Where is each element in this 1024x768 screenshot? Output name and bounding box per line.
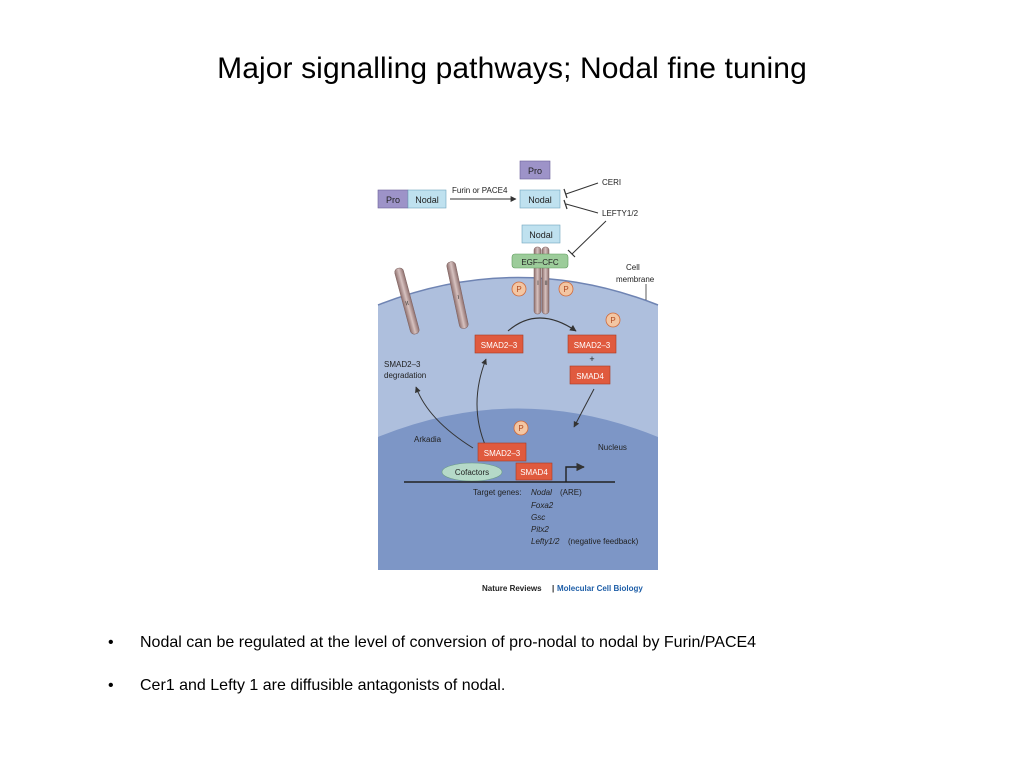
nodal-box-left	[407, 189, 447, 209]
gene-2: Foxa2	[531, 501, 554, 510]
smad4-right-label: SMAD4	[576, 372, 604, 381]
receptor-i-label: I	[537, 281, 539, 287]
cell-membrane-line	[377, 276, 659, 306]
lefty-inhibition-bar-2	[567, 249, 576, 258]
nodal-bound-box	[521, 224, 561, 244]
phosphate-nucleus-label: P	[518, 424, 523, 433]
phosphate-nucleus	[513, 420, 529, 436]
nucleus-region	[378, 408, 658, 570]
gene-5: Lefty1/2	[531, 537, 560, 546]
ceri-label: CERI	[602, 178, 621, 187]
egf-cfc-box	[511, 253, 569, 269]
smad4-nucleus-label: SMAD4	[520, 468, 548, 477]
credit-left: Nature Reviews	[482, 584, 542, 593]
phosphate-right-label: P	[563, 285, 568, 294]
degradation-label-1: SMAD2–3	[384, 360, 421, 369]
pro-box-top	[519, 160, 551, 180]
lefty-inhibition-line-2	[571, 220, 607, 255]
phosphorylation-arrow	[507, 317, 577, 332]
smad23-left-box	[474, 334, 524, 354]
transcription-start-arrow	[565, 462, 585, 482]
lefty-inhibition-bar-1	[563, 199, 568, 210]
ceri-inhibition-bar	[563, 188, 568, 199]
nodal-mature-label: Nodal	[528, 195, 552, 205]
smad4-nucleus-box	[515, 462, 553, 481]
nucleus-label: Nucleus	[598, 443, 627, 452]
phosphate-left	[511, 281, 527, 297]
smad23-nucleus-label: SMAD2–3	[484, 449, 521, 458]
lefty-inhibition-line-1	[565, 203, 599, 214]
pathway-diagram: Pro Pro Nodal Furin or PACE4 Nodal CERI …	[377, 160, 659, 593]
nodal-bound-label: Nodal	[529, 230, 553, 240]
smad23-right-label: SMAD2–3	[574, 341, 611, 350]
arkadia-arrow	[415, 386, 474, 449]
inactive-receptor-2-label: I	[457, 295, 460, 301]
cell-membrane-label-2: membrane	[616, 275, 655, 284]
credit-separator: |	[552, 584, 554, 593]
phosphate-smad-right	[605, 312, 621, 328]
gene-4: Pitx2	[531, 525, 549, 534]
slide-title: Major signalling pathways; Nodal fine tu…	[217, 52, 807, 85]
lefty-label: LEFTY1/2	[602, 209, 639, 218]
gene-1: Nodal	[531, 488, 552, 497]
credit-right: Molecular Cell Biology	[557, 584, 643, 593]
cofactors-ellipse	[441, 462, 503, 482]
degradation-label-2: degradation	[384, 371, 426, 380]
cell-membrane-label-1: Cell	[626, 263, 640, 272]
smad4-right-box	[569, 365, 611, 385]
nuclear-export-arrow	[476, 358, 487, 448]
arkadia-label: Arkadia	[414, 435, 442, 444]
inactive-receptor-2: I	[446, 261, 469, 329]
smad23-right-box	[567, 334, 617, 354]
egf-cfc-label: EGF–CFC	[521, 258, 559, 267]
bullet-marker: •	[108, 634, 114, 651]
cofactors-label: Cofactors	[455, 468, 489, 477]
pro-top-label: Pro	[528, 166, 542, 176]
phosphate-smad-right-label: P	[610, 316, 615, 325]
furin-label: Furin or PACE4	[452, 186, 508, 195]
bullet-text: Cer1 and Lefty 1 are diffusible antagoni…	[140, 677, 506, 694]
bullet-item: • Nodal can be regulated at the level of…	[108, 634, 988, 677]
receptor-ii-label: II	[544, 281, 548, 287]
pro-left-label: Pro	[386, 195, 400, 205]
phosphate-right	[558, 281, 574, 297]
nodal-left-label: Nodal	[415, 195, 439, 205]
bullet-list: • Nodal can be regulated at the level of…	[108, 634, 988, 720]
nodal-pathway-figure: Pro Pro Nodal Furin or PACE4 Nodal CERI …	[370, 155, 670, 600]
nuclear-import-arrow	[573, 388, 595, 428]
bullet-text: Nodal can be regulated at the level of c…	[140, 634, 757, 651]
gene-1-note: (ARE)	[560, 488, 582, 497]
smad23-nucleus-box	[477, 442, 527, 462]
target-genes-label: Target genes:	[473, 488, 521, 497]
smad23-left-label: SMAD2–3	[481, 341, 518, 350]
gene-3: Gsc	[531, 513, 545, 522]
ceri-inhibition-line	[565, 182, 599, 195]
gene-5-note: (negative feedback)	[568, 537, 639, 546]
bullet-marker: •	[108, 677, 114, 694]
phosphate-left-label: P	[516, 285, 521, 294]
inactive-receptor-1-label: II	[405, 301, 410, 308]
inactive-receptor-1: II	[394, 267, 420, 335]
plus-sign: +	[589, 354, 594, 364]
nodal-mature-box	[519, 189, 561, 209]
bullet-item: • Cer1 and Lefty 1 are diffusible antago…	[108, 677, 988, 720]
